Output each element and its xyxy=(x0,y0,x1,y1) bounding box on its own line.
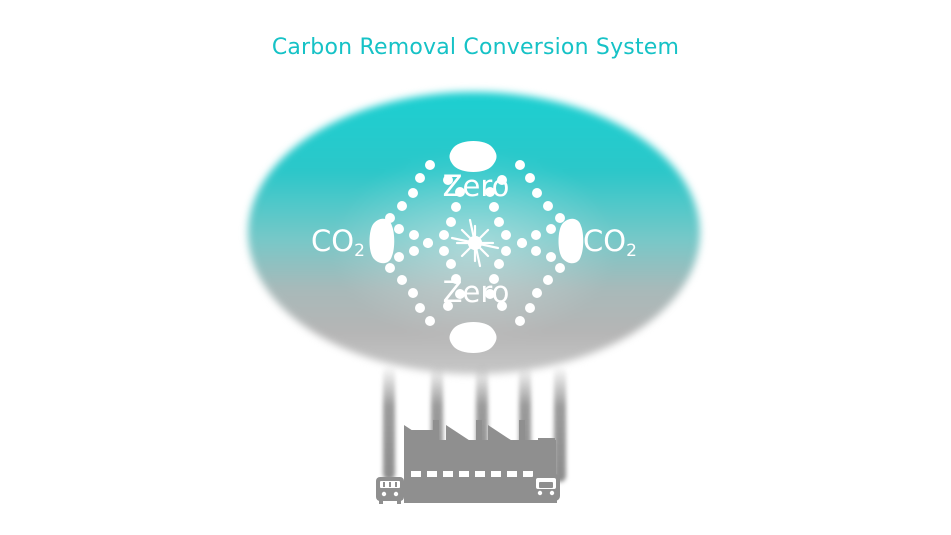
co2-left-main: CO xyxy=(311,224,355,258)
co2-left-label: CO2 xyxy=(309,224,367,261)
smoke-column-4 xyxy=(519,366,531,478)
co2-right-main: CO xyxy=(583,224,627,258)
zero-bottom-label: Zero xyxy=(442,275,510,309)
smoke-column-1 xyxy=(383,366,395,480)
smoke-column-5 xyxy=(554,366,566,482)
smoke-column-3 xyxy=(476,366,488,478)
co2-right-label: CO2 xyxy=(580,224,640,261)
zero-top-label: Zero xyxy=(442,169,510,203)
bus-icon xyxy=(376,477,404,504)
smoke-column-2 xyxy=(431,366,443,478)
co2-right-subscript: 2 xyxy=(626,241,637,261)
page-title: Carbon Removal Conversion System xyxy=(271,35,680,60)
co2-left-subscript: 2 xyxy=(354,241,365,261)
